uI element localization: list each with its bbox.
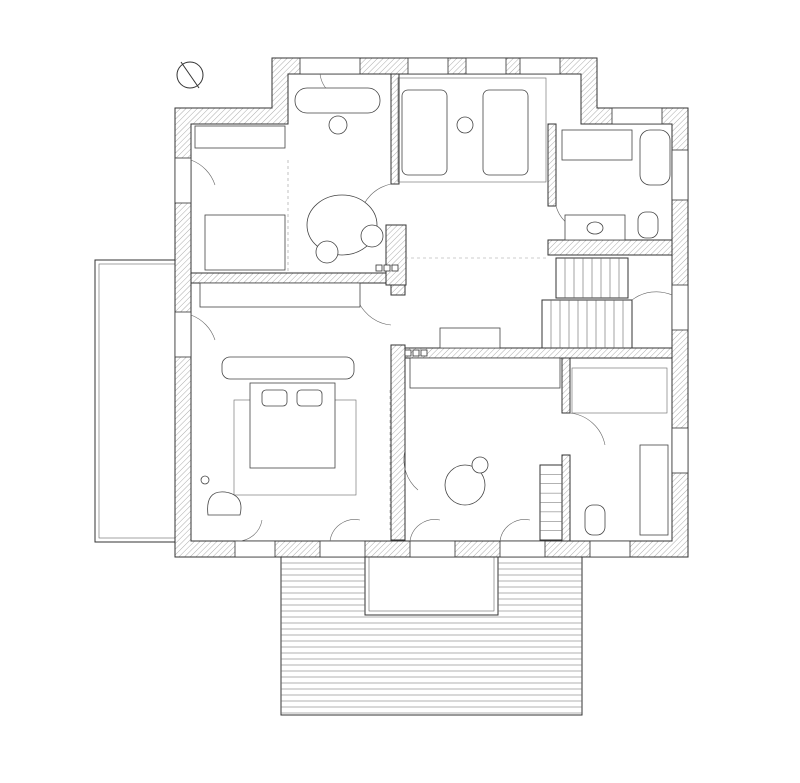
terrace <box>280 556 583 716</box>
balcony <box>94 259 176 543</box>
sink <box>586 221 604 235</box>
armchair-left <box>401 89 448 176</box>
north-arrow-icon <box>176 61 204 89</box>
armchair <box>207 491 242 516</box>
table <box>306 194 378 256</box>
furniture <box>200 77 671 536</box>
round-table <box>444 464 486 506</box>
shower <box>571 367 668 414</box>
headboard <box>221 356 355 380</box>
toilet-2 <box>584 504 606 536</box>
sofa-bed <box>204 214 286 271</box>
bathtub <box>639 129 671 186</box>
armchair-right <box>482 89 529 176</box>
interior-walls <box>190 73 673 542</box>
exterior-walls <box>174 57 689 558</box>
wardrobes <box>194 125 669 536</box>
desk <box>294 87 381 114</box>
staircase <box>539 257 633 541</box>
toilet <box>637 211 659 239</box>
